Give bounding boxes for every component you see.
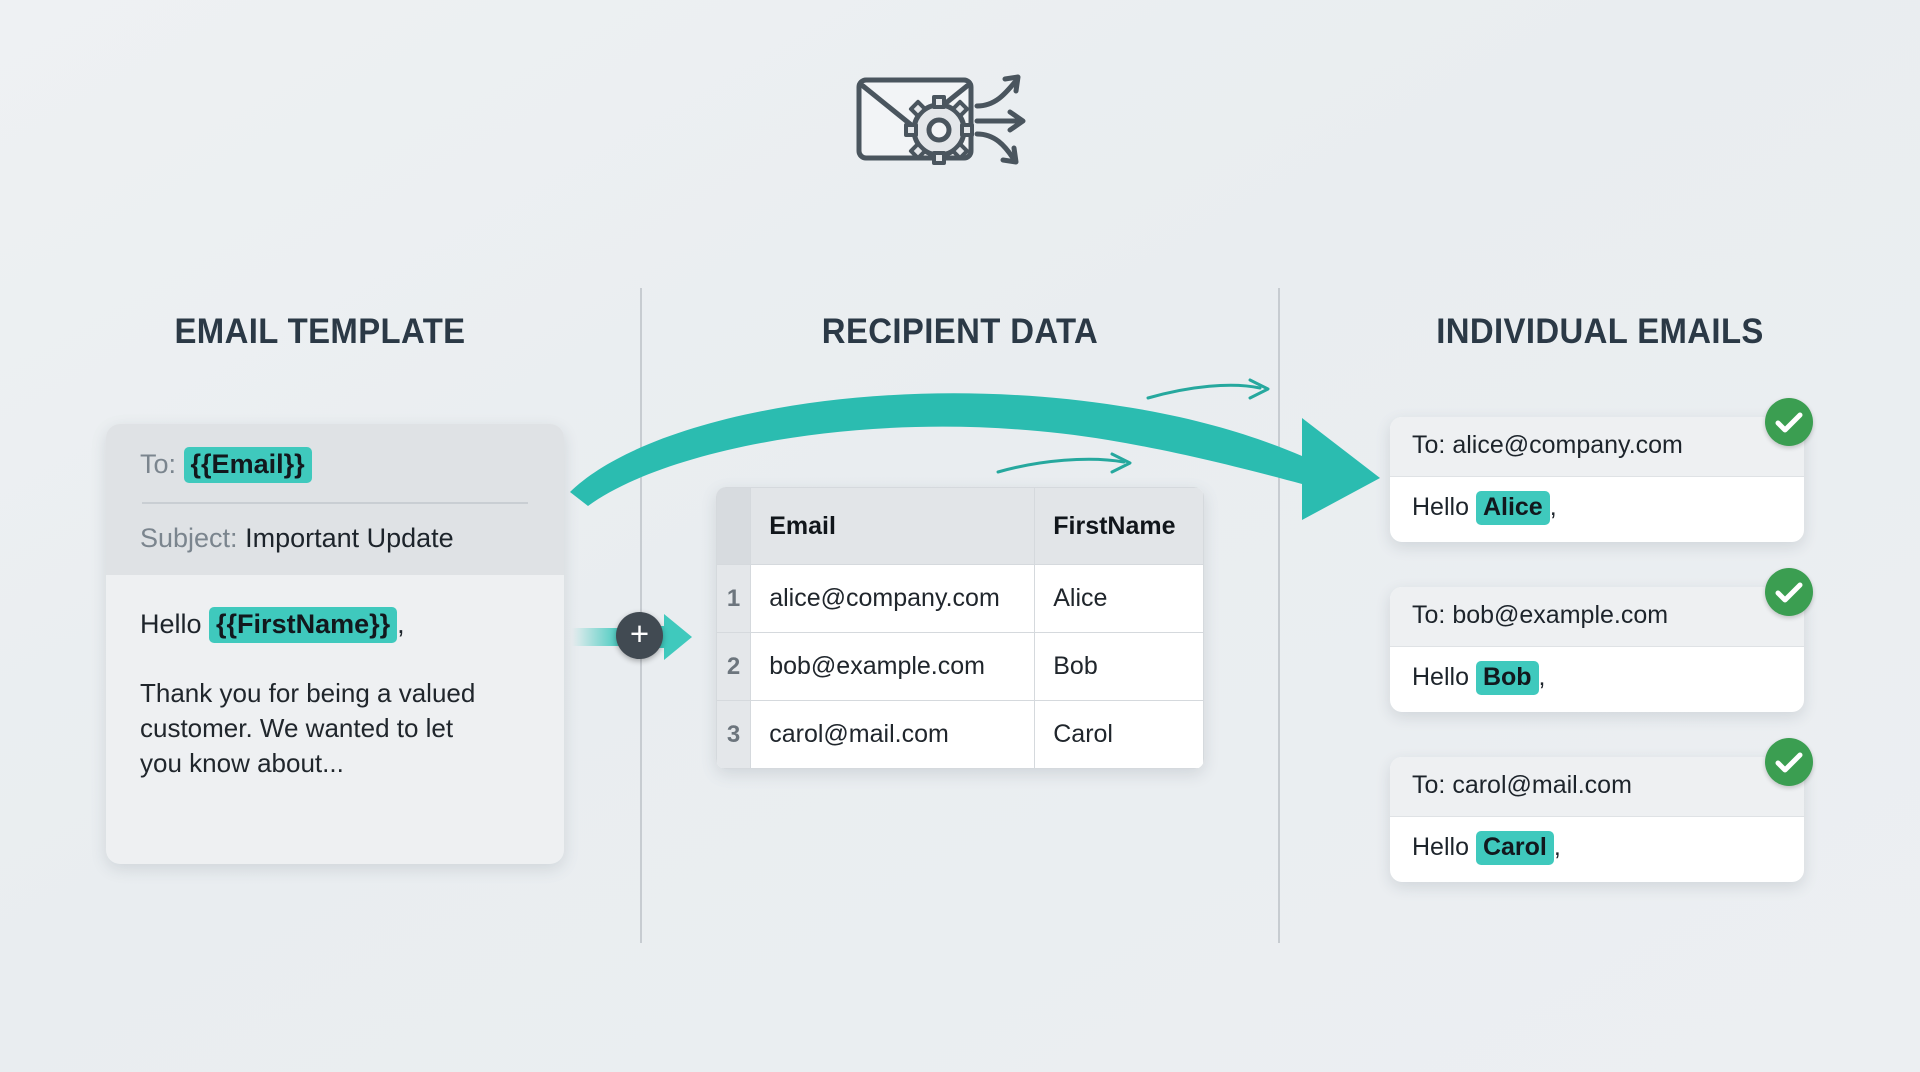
column-title-individual-emails: INDIVIDUAL EMAILS bbox=[1436, 312, 1764, 351]
template-greeting-prefix: Hello bbox=[140, 609, 202, 640]
template-to-row: To: {{Email}} bbox=[140, 447, 530, 483]
output-to-value: alice@company.com bbox=[1452, 431, 1683, 459]
output-greeting-prefix: Hello bbox=[1412, 663, 1469, 691]
cell-firstname: Bob bbox=[1034, 632, 1204, 701]
template-greeting-suffix: , bbox=[397, 609, 405, 640]
table-row[interactable]: 1 alice@company.com Alice bbox=[716, 564, 1204, 633]
output-email-body: Hello Bob, bbox=[1390, 647, 1804, 712]
template-subject-value: Important Update bbox=[245, 522, 454, 553]
table-row[interactable]: 2 bob@example.com Bob bbox=[716, 632, 1204, 701]
merge-connector bbox=[572, 600, 702, 674]
divider-right bbox=[1278, 288, 1280, 943]
output-name-token: Carol bbox=[1475, 831, 1554, 865]
output-email-card[interactable]: To: alice@company.com Hello Alice, bbox=[1390, 417, 1804, 542]
cell-email: carol@mail.com bbox=[750, 700, 1036, 769]
output-greeting-suffix: , bbox=[1538, 663, 1546, 691]
output-greeting-suffix: , bbox=[1549, 493, 1557, 521]
output-email-body: Hello Alice, bbox=[1390, 477, 1804, 542]
cell-firstname: Carol bbox=[1034, 700, 1204, 769]
row-number: 2 bbox=[716, 632, 752, 701]
column-title-email-template: EMAIL TEMPLATE bbox=[174, 312, 466, 351]
table-header-row: Email FirstName bbox=[716, 487, 1204, 565]
table-header-rownum bbox=[716, 487, 752, 565]
output-to-value: bob@example.com bbox=[1452, 601, 1669, 629]
template-header: To: {{Email}} Subject: Important Update bbox=[106, 424, 564, 576]
row-number: 3 bbox=[716, 700, 752, 769]
output-email-header: To: carol@mail.com bbox=[1390, 757, 1804, 817]
cell-firstname: Alice bbox=[1034, 564, 1204, 633]
template-paragraph: Thank you for being a valued customer. W… bbox=[140, 678, 476, 778]
output-greeting-prefix: Hello bbox=[1412, 493, 1469, 521]
recipient-data-table[interactable]: Email FirstName 1 alice@company.com Alic… bbox=[716, 487, 1204, 769]
output-email-card[interactable]: To: carol@mail.com Hello Carol, bbox=[1390, 757, 1804, 882]
output-to-label: To: bbox=[1412, 771, 1446, 799]
output-to-label: To: bbox=[1412, 601, 1446, 629]
output-name-token: Alice bbox=[1475, 491, 1550, 525]
template-to-label: To: bbox=[140, 449, 177, 479]
output-email-header: To: alice@company.com bbox=[1390, 417, 1804, 477]
row-number: 1 bbox=[716, 564, 752, 633]
template-body: Hello {{FirstName}}, Thank you for being… bbox=[106, 575, 564, 780]
cell-email: bob@example.com bbox=[750, 632, 1036, 701]
template-divider bbox=[142, 501, 528, 504]
table-header-email: Email bbox=[750, 487, 1036, 565]
template-firstname-token: {{FirstName}} bbox=[209, 607, 398, 644]
output-to-label: To: bbox=[1412, 431, 1446, 459]
template-subject-row: Subject: Important Update bbox=[140, 522, 530, 554]
column-title-recipient-data: RECIPIENT DATA bbox=[821, 312, 1099, 351]
template-subject-label: Subject: bbox=[140, 522, 238, 553]
output-to-value: carol@mail.com bbox=[1452, 771, 1632, 799]
output-email-header: To: bob@example.com bbox=[1390, 587, 1804, 647]
check-circle-icon bbox=[1765, 568, 1813, 616]
output-greeting-prefix: Hello bbox=[1412, 833, 1469, 861]
template-to-token: {{Email}} bbox=[183, 447, 312, 483]
output-email-body: Hello Carol, bbox=[1390, 817, 1804, 882]
plus-merge-icon: + bbox=[616, 612, 663, 659]
email-template-card[interactable]: To: {{Email}} Subject: Important Update … bbox=[106, 424, 564, 864]
table-header-firstname: FirstName bbox=[1034, 487, 1204, 565]
cell-email: alice@company.com bbox=[750, 564, 1036, 633]
output-name-token: Bob bbox=[1475, 661, 1539, 695]
envelope-gear-arrows-icon bbox=[855, 68, 1065, 183]
check-circle-icon bbox=[1765, 738, 1813, 786]
template-greeting: Hello {{FirstName}}, bbox=[140, 607, 530, 644]
check-circle-icon bbox=[1765, 398, 1813, 446]
output-email-card[interactable]: To: bob@example.com Hello Bob, bbox=[1390, 587, 1804, 712]
output-greeting-suffix: , bbox=[1553, 833, 1561, 861]
table-row[interactable]: 3 carol@mail.com Carol bbox=[716, 700, 1204, 769]
